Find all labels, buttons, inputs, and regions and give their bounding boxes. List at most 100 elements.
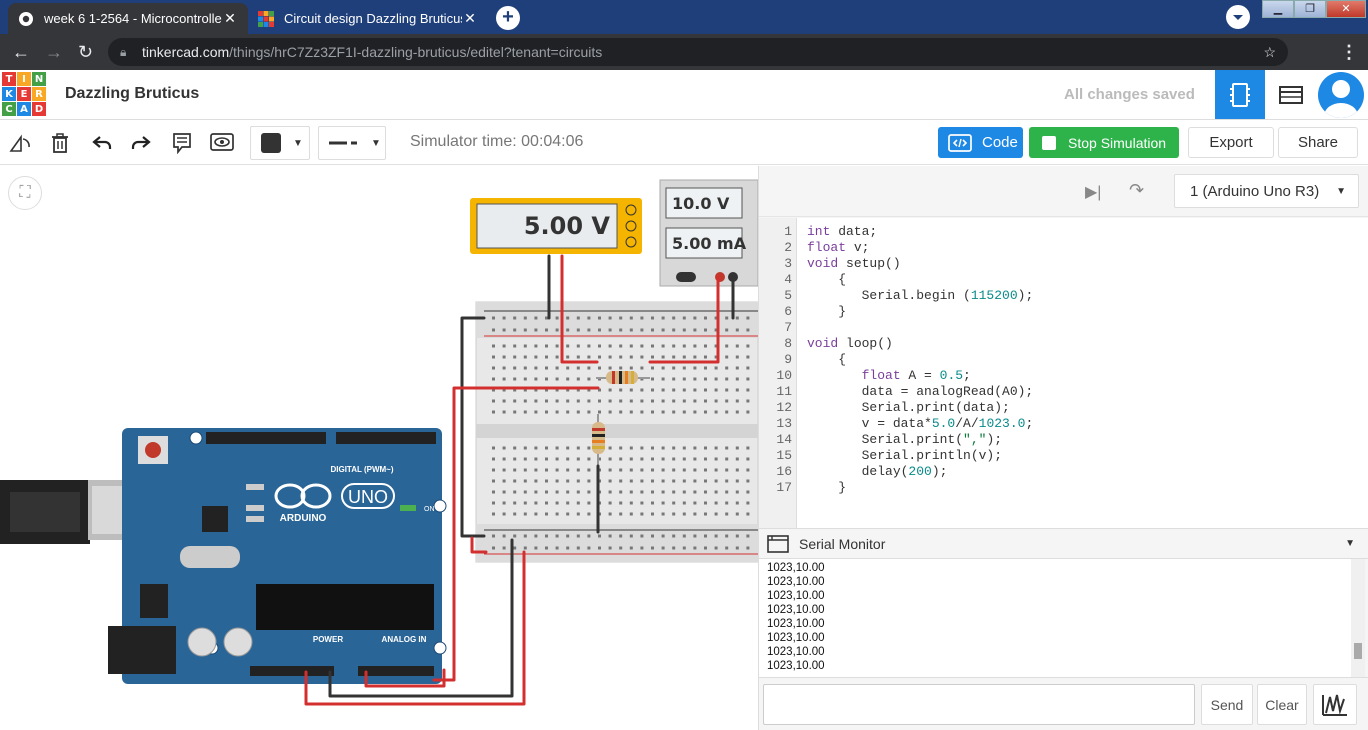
code-button[interactable]: Code (938, 127, 1023, 158)
notes-visibility-icon[interactable] (210, 131, 234, 155)
breadboard-hole (682, 490, 686, 494)
chevron-down-icon[interactable]: ▼ (1345, 538, 1355, 549)
line-number: 17 (776, 480, 792, 495)
breadboard-hole (566, 388, 570, 392)
breadboard-hole (492, 512, 495, 516)
breadboard-hole (587, 410, 591, 414)
save-status: All changes saved (1064, 86, 1195, 103)
browser-menu-icon[interactable]: ⋮ (1340, 42, 1358, 62)
browser-tab-active[interactable]: week 6 1-2564 - Microcontroller ✕ (8, 3, 248, 34)
lock-icon: 🔒︎ (120, 45, 127, 59)
breadboard-hole (555, 457, 559, 461)
breadboard-hole (576, 388, 580, 392)
close-tab-icon[interactable]: ✕ (224, 10, 236, 26)
serial-monitor-header[interactable]: Serial Monitor ▼ (759, 528, 1368, 559)
circuit-view-button[interactable] (1215, 70, 1265, 119)
notes-icon[interactable] (170, 131, 194, 155)
color-picker-dropdown[interactable]: ▼ (250, 126, 310, 160)
clear-button[interactable]: Clear (1257, 684, 1307, 725)
address-bar[interactable]: 🔒︎ tinkercad.com/things/hrC7Zz3ZF1I-dazz… (108, 38, 1288, 66)
rotate-icon[interactable] (8, 131, 32, 155)
forward-arrow-icon[interactable]: → (45, 42, 63, 62)
breadboard-hole (619, 479, 623, 483)
line-number: 6 (784, 304, 792, 319)
component-list-view-button[interactable] (1266, 70, 1316, 119)
breadboard-hole (714, 512, 718, 516)
step-debug-icon[interactable]: ▶︎| (1085, 184, 1102, 201)
breadboard-hole (566, 512, 570, 516)
breadboard-hole (735, 479, 739, 483)
close-window-button[interactable]: ✕ (1326, 0, 1366, 18)
tinkercad-logo[interactable]: T I N K E R C A D (2, 72, 46, 116)
serial-line: 1023,10.00 (767, 562, 825, 574)
code-line: delay(200); (807, 464, 948, 479)
send-button[interactable]: Send (1201, 684, 1253, 725)
breadboard-hole (576, 479, 580, 483)
breadboard-hole (714, 388, 718, 392)
breadboard-hole (746, 388, 750, 392)
breadboard-hole (566, 501, 570, 505)
fit-view-icon[interactable]: ⛶ (8, 176, 42, 210)
breadboard-hole (629, 512, 633, 516)
breadboard-hole (598, 457, 601, 461)
breadboard-hole (587, 546, 591, 550)
reload-icon[interactable]: ↻ (78, 42, 94, 62)
breadboard-hole (492, 316, 495, 320)
breadboard-hole (502, 410, 506, 414)
scroll-thumb[interactable] (1354, 643, 1362, 659)
arduino-uno-board[interactable]: UNO ARDUINO DIGITAL (PWM~) POWER ANALOG … (108, 428, 447, 684)
chevron-down-icon: ▼ (1336, 185, 1346, 197)
supply-current: 5.00 mA (672, 234, 747, 253)
breadboard-hole (682, 399, 686, 403)
breadboard-hole (587, 512, 591, 516)
minimize-window-button[interactable]: ▁ (1262, 0, 1294, 18)
resistor-horizontal[interactable] (596, 371, 650, 384)
stop-simulation-button[interactable]: Stop Simulation (1029, 127, 1179, 158)
breadboard-hole (693, 457, 697, 461)
breadboard-hole (513, 512, 517, 516)
breadboard-hole (725, 366, 729, 370)
breadboard-hole (682, 457, 686, 461)
undo-icon[interactable] (90, 131, 114, 155)
breadboard[interactable] (475, 301, 758, 563)
line-number: 4 (784, 272, 792, 287)
share-button[interactable]: Share (1278, 127, 1358, 158)
circuit-canvas[interactable]: UNO ARDUINO DIGITAL (PWM~) POWER ANALOG … (0, 166, 758, 730)
serial-scrollbar[interactable] (1351, 559, 1365, 677)
resistor-vertical[interactable] (592, 414, 605, 466)
export-button[interactable]: Export (1188, 127, 1274, 158)
breadboard-hole (714, 457, 718, 461)
breadboard-hole (629, 399, 633, 403)
device-select[interactable]: 1 (Arduino Uno R3) ▼ (1174, 174, 1359, 208)
new-tab-button[interactable]: + (496, 6, 520, 30)
simulator-time: Simulator time: 00:04:06 (410, 133, 584, 150)
breadboard-hole (704, 316, 707, 320)
breadboard-hole (513, 377, 517, 381)
breadboard-hole (672, 546, 676, 550)
breadboard-hole (576, 328, 580, 332)
close-tab-icon[interactable]: ✕ (464, 10, 476, 26)
delete-icon[interactable] (48, 131, 72, 155)
redo-icon[interactable] (129, 131, 153, 155)
wire-type-dropdown[interactable]: ▼ (318, 126, 386, 160)
multimeter[interactable]: 5.00 V (470, 198, 642, 254)
user-avatar[interactable] (1318, 72, 1364, 118)
back-arrow-icon[interactable]: ← (12, 42, 30, 62)
design-title[interactable]: Dazzling Bruticus (65, 85, 200, 102)
profile-menu-icon[interactable] (1226, 5, 1250, 29)
breadboard-hole (545, 446, 548, 450)
breadboard-hole (682, 501, 686, 505)
bookmark-star-icon[interactable]: ☆ (1263, 44, 1276, 60)
debugger-icon[interactable]: ↷ (1129, 180, 1145, 200)
breadboard-hole (704, 457, 707, 461)
breadboard-hole (576, 399, 580, 403)
maximize-window-button[interactable]: ❐ (1294, 0, 1326, 18)
serial-input-field[interactable] (763, 684, 1195, 725)
breadboard-hole (598, 355, 601, 359)
breadboard-hole (735, 377, 739, 381)
graph-toggle-button[interactable] (1313, 684, 1357, 725)
line-number: 7 (784, 320, 792, 335)
power-supply[interactable]: 10.0 V 5.00 mA (659, 179, 758, 287)
browser-tab-inactive[interactable]: Circuit design Dazzling Bruticus | ✕ (248, 3, 488, 34)
